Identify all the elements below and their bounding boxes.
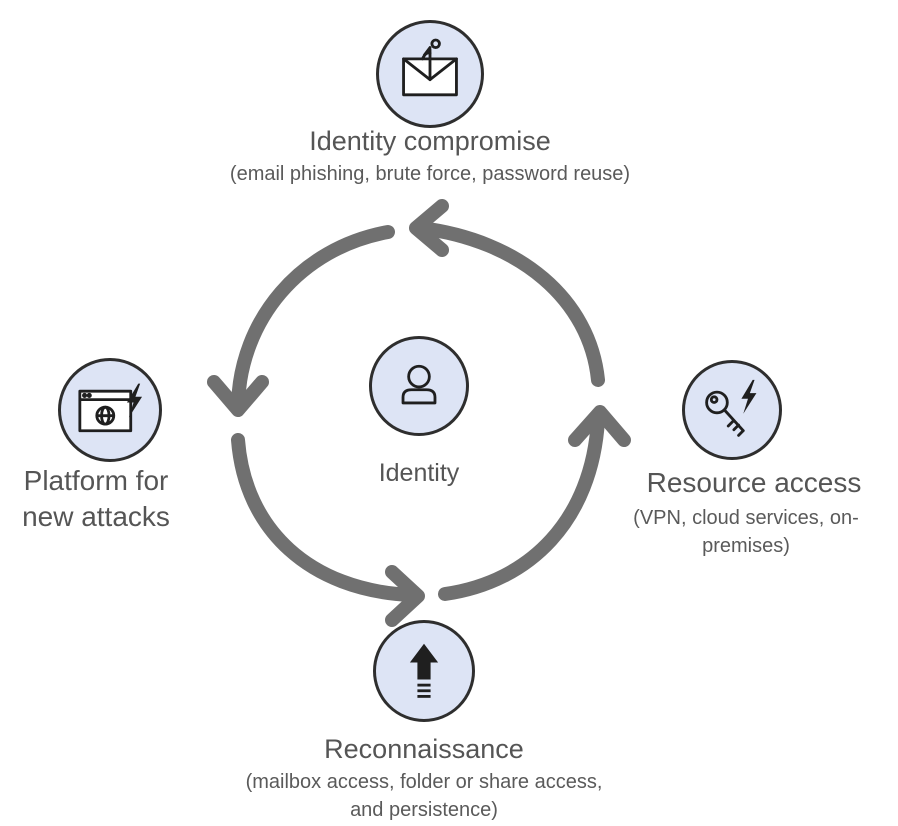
upload-arrow-icon (409, 643, 439, 698)
identity-compromise-title: Identity compromise (309, 126, 551, 156)
arrowhead-bottom (385, 565, 425, 627)
identity-compromise-node (376, 20, 484, 128)
browser-lightning-icon (78, 383, 143, 433)
identity-node (369, 336, 469, 436)
reconnaissance-title: Reconnaissance (324, 734, 524, 764)
arrow-bottom-to-right (438, 413, 605, 601)
reconnaissance-subtitle-line2: and persistence) (350, 799, 498, 821)
resource-access-subtitle-line2: premises) (702, 535, 790, 557)
arrowhead-right (568, 405, 631, 447)
arrowhead-left (207, 375, 269, 417)
arrow-top-to-left (231, 225, 395, 412)
key-lightning-icon (705, 379, 757, 437)
identity-compromise-subtitle: (email phishing, brute force, password r… (229, 163, 631, 185)
arrow-left-to-bottom (231, 433, 417, 602)
resource-access-title: Resource access (646, 467, 862, 498)
resource-access-subtitle-line1: (VPN, cloud services, on- (633, 507, 859, 529)
phishing-envelope-icon (402, 38, 458, 97)
arrowhead-top (409, 199, 449, 257)
resource-access-node (682, 360, 782, 460)
platform-title-line1: Platform for (23, 465, 169, 496)
identity-title: Identity (378, 459, 460, 487)
arrow-right-to-top (413, 221, 605, 387)
reconnaissance-subtitle-line1: (mailbox access, folder or share access, (245, 771, 603, 793)
reconnaissance-node (373, 620, 475, 722)
platform-node (58, 358, 162, 462)
platform-title-line2: new attacks (22, 501, 170, 532)
person-icon (401, 364, 437, 405)
